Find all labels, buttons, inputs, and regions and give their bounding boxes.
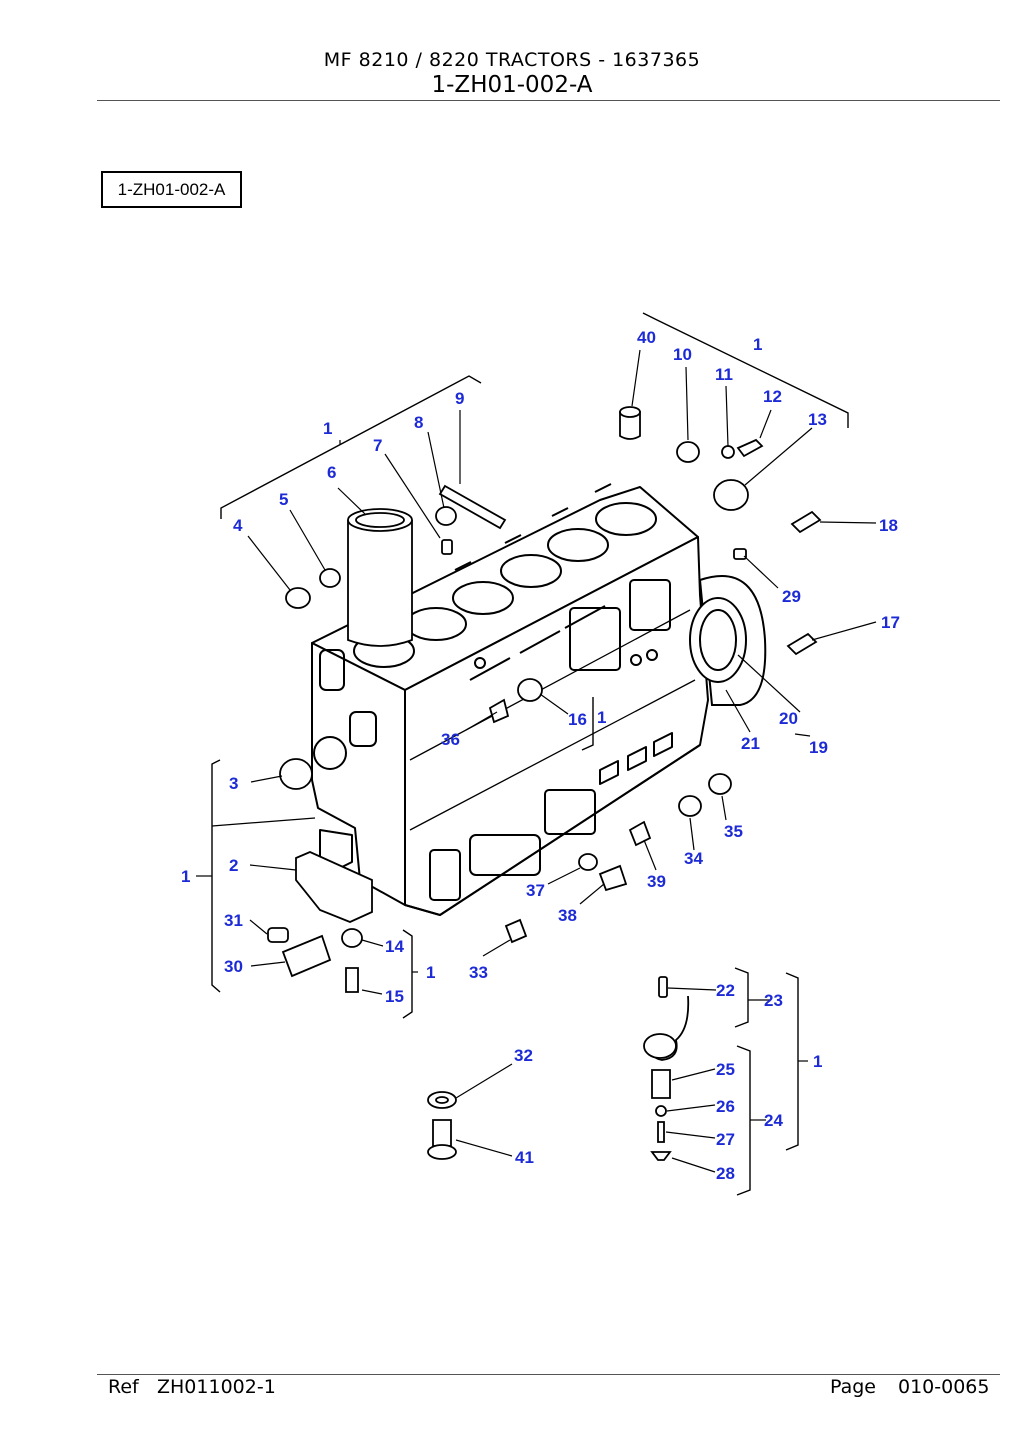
callout-24: 24: [764, 1111, 783, 1130]
header-divider: [97, 100, 1000, 101]
callout-31: 31: [224, 911, 243, 930]
callout-15: 15: [385, 987, 404, 1006]
dowel-pin: [441, 539, 453, 555]
callout-1: 1: [597, 708, 606, 727]
callout-35: 35: [724, 822, 743, 841]
footer-ref-label: Ref: [108, 1376, 139, 1398]
callout-8: 8: [414, 413, 423, 432]
callout-29: 29: [782, 587, 801, 606]
pin: [438, 484, 507, 530]
expansion-plug: [285, 587, 311, 609]
callout-6: 6: [327, 463, 336, 482]
callout-12: 12: [763, 387, 782, 406]
callout-1: 1: [181, 867, 190, 886]
rear-seal-housing: [689, 575, 767, 706]
callout-4: 4: [233, 516, 243, 535]
sleeve: [619, 411, 641, 440]
callout-21: 21: [741, 734, 760, 753]
callout-26: 26: [716, 1097, 735, 1116]
callout-30: 30: [224, 957, 243, 976]
cylinder-liner: [347, 508, 413, 647]
callout-1: 1: [753, 335, 762, 354]
callout-16: 16: [568, 710, 587, 729]
callout-37: 37: [526, 881, 545, 900]
callout-22: 22: [716, 981, 735, 1000]
diagram-code: 1-ZH01-002-A: [431, 72, 593, 98]
footer-page-label: Page: [830, 1376, 876, 1398]
callout-34: 34: [684, 849, 703, 868]
callout-38: 38: [558, 906, 577, 925]
callout-1: 1: [426, 963, 435, 982]
cup-plug: [435, 506, 457, 526]
callout-14: 14: [385, 937, 404, 956]
callout-1: 1: [813, 1052, 822, 1071]
callout-13: 13: [808, 410, 827, 429]
callout-10: 10: [673, 345, 692, 364]
callout-36: 36: [441, 730, 460, 749]
callout-1: 1: [323, 419, 332, 438]
callout-17: 17: [881, 613, 900, 632]
callout-32: 32: [514, 1046, 533, 1065]
callout-27: 27: [716, 1130, 735, 1149]
callout-25: 25: [716, 1060, 735, 1079]
expansion-plug: [319, 568, 341, 588]
assembly-brackets: [211, 312, 849, 1196]
callout-labels: 1 1 1 1 1 1 2 3 4 5 6 7 8 9 10 11 12 13 …: [181, 328, 900, 1183]
footer-page-value: 010-0065: [898, 1376, 990, 1398]
footer-divider: [97, 1374, 1000, 1375]
leader-lines: [196, 349, 877, 1173]
document-title: MF 8210 / 8220 TRACTORS - 1637365: [323, 49, 701, 71]
callout-3: 3: [229, 774, 238, 793]
callout-2: 2: [229, 856, 238, 875]
callout-5: 5: [279, 490, 288, 509]
parts: [267, 406, 822, 1161]
callout-40: 40: [637, 328, 656, 347]
callout-7: 7: [373, 436, 382, 455]
callout-41: 41: [515, 1148, 534, 1167]
callout-19: 19: [809, 738, 828, 757]
callout-23: 23: [764, 991, 783, 1010]
callout-20: 20: [779, 709, 798, 728]
footer-ref-value: ZH011002-1: [157, 1376, 276, 1398]
callout-28: 28: [716, 1164, 735, 1183]
callout-33: 33: [469, 963, 488, 982]
callout-18: 18: [879, 516, 898, 535]
callout-39: 39: [647, 872, 666, 891]
diagram-reference-box: 1-ZH01-002-A: [101, 171, 242, 208]
callout-11: 11: [715, 365, 733, 384]
callout-9: 9: [455, 389, 464, 408]
